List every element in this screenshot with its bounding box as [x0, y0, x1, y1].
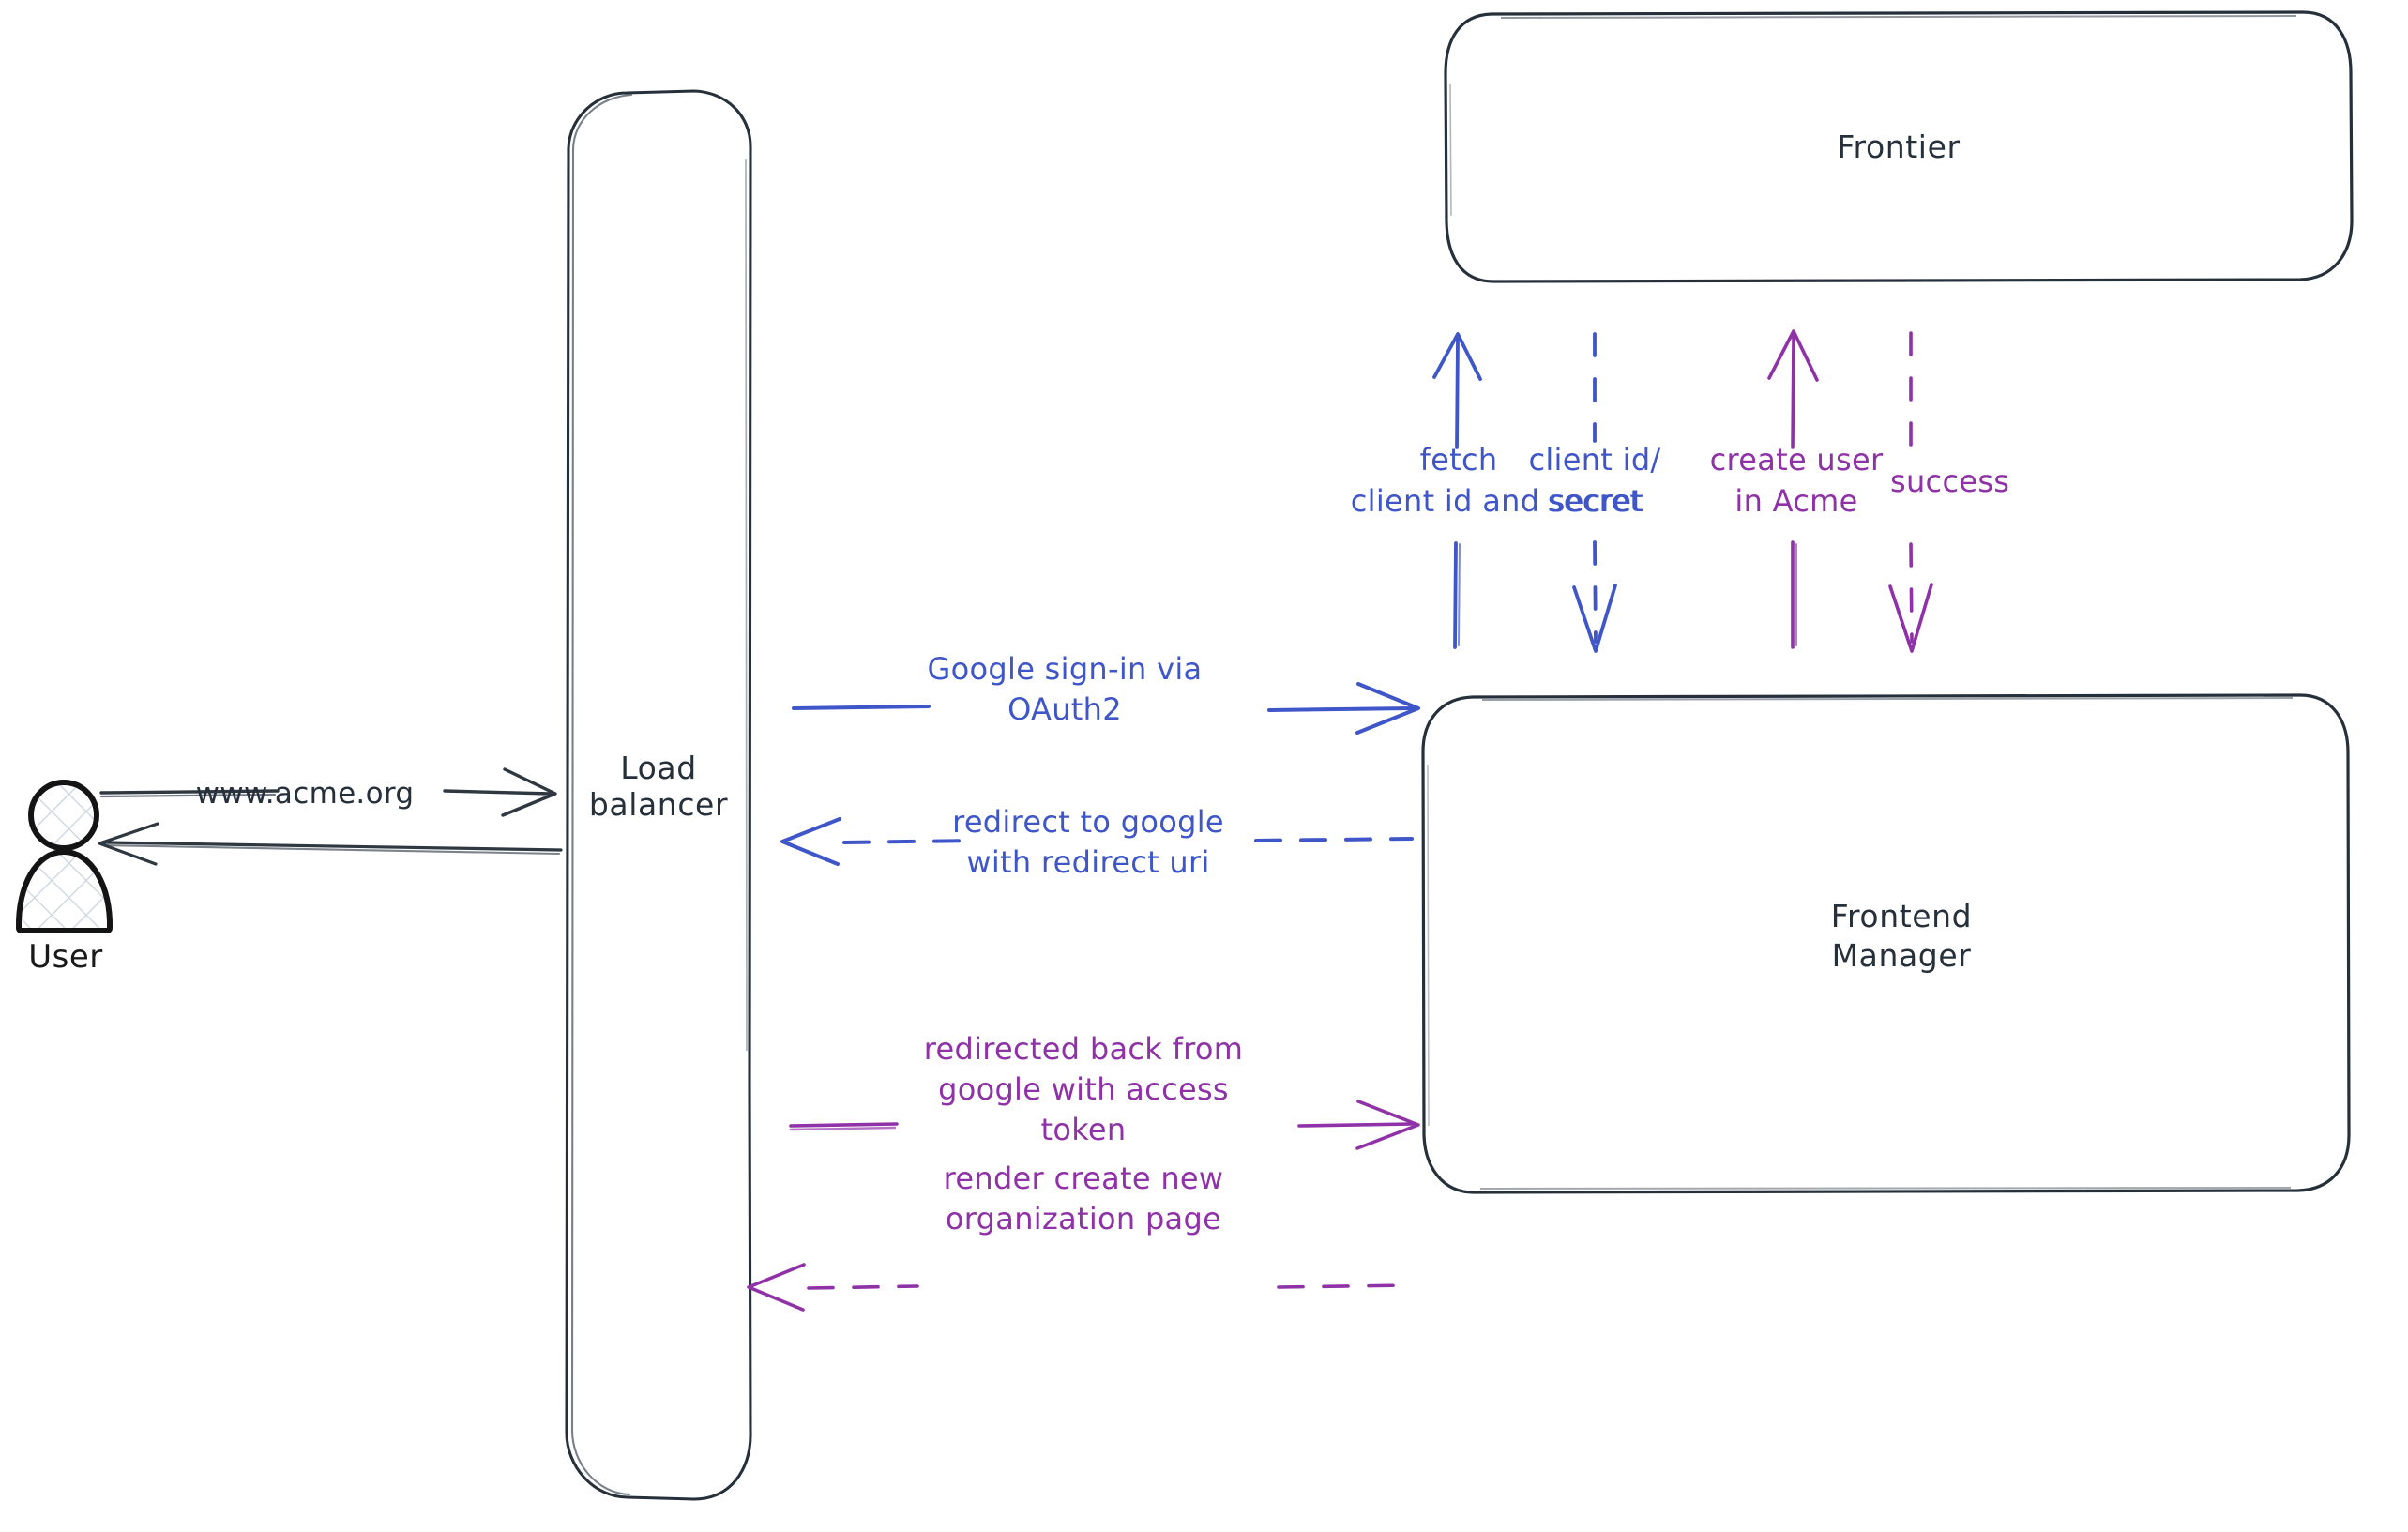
- node-load-balancer[interactable]: [565, 89, 752, 1501]
- edge-user-to-lb: [99, 767, 557, 817]
- edge-success: [1888, 331, 1933, 653]
- node-frontier[interactable]: [1444, 10, 2354, 283]
- edge-redirected-back-token: [789, 1100, 1420, 1150]
- edge-google-signin: [792, 682, 1420, 735]
- edge-redirect-to-google: [780, 817, 1414, 866]
- edge-fetch-client-id-secret: [1432, 332, 1482, 649]
- edge-create-user-in-acme: [1767, 329, 1819, 649]
- edge-lb-to-user: [98, 822, 563, 866]
- edge-render-create-org: [747, 1263, 1412, 1312]
- edge-client-id-secret: [1572, 332, 1617, 653]
- node-frontend-manager[interactable]: [1421, 693, 2351, 1194]
- person-icon: [15, 780, 114, 933]
